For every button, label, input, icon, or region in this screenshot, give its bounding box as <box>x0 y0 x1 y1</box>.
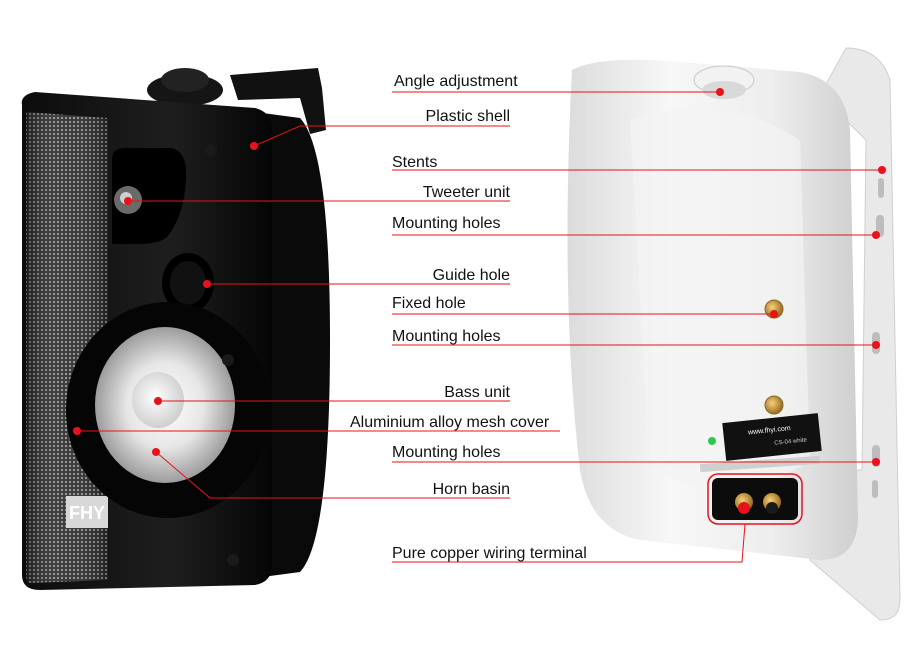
white-body-highlight <box>630 108 810 488</box>
callout-labels: Angle adjustment Plastic shell Stents Tw… <box>350 73 587 562</box>
front-screw <box>205 144 217 156</box>
terminal-red-cap <box>738 502 750 514</box>
product-label <box>722 413 822 461</box>
label-stents: Stents <box>392 154 437 171</box>
dot-bass-unit <box>154 397 162 405</box>
white-speaker: www.fhyi.com CS-04 white <box>567 47 901 621</box>
bracket-slot <box>872 480 878 498</box>
dot-mounting-holes-3 <box>872 458 880 466</box>
brand-plate <box>66 496 108 528</box>
front-screw <box>222 354 234 366</box>
label-tweeter-unit: Tweeter unit <box>423 184 511 201</box>
bracket-slot <box>878 178 884 198</box>
label-mounting-holes-2: Mounting holes <box>392 328 501 345</box>
callout-dots <box>73 88 886 466</box>
label-mounting-holes-1: Mounting holes <box>392 215 501 232</box>
terminal-black-cap <box>766 502 778 514</box>
terminal-block <box>712 478 798 520</box>
dot-tweeter-unit <box>124 197 132 205</box>
green-dot <box>708 437 716 445</box>
terminal-highlight <box>707 473 803 525</box>
black-speaker: FHY <box>21 68 330 590</box>
guide-port-inner <box>170 261 206 305</box>
tweeter-housing <box>112 148 187 244</box>
leader-wiring-terminal <box>392 523 746 563</box>
black-angle-knob-top <box>161 68 209 92</box>
label-bass-unit: Bass unit <box>444 384 510 401</box>
label-mounting-holes-3: Mounting holes <box>392 444 501 461</box>
fixed-screw-lower <box>764 395 784 415</box>
black-bracket <box>230 68 326 134</box>
dot-fixed-hole <box>770 310 778 318</box>
dot-guide-hole <box>203 280 211 288</box>
white-angle-knob-base <box>702 81 746 99</box>
dot-stents <box>878 166 886 174</box>
label-angle-adjustment: Angle adjustment <box>394 73 518 90</box>
bracket-slot <box>876 215 884 237</box>
label-fixed-hole: Fixed hole <box>392 295 466 312</box>
label-wiring-terminal: Pure copper wiring terminal <box>392 545 587 562</box>
dot-horn-basin <box>152 448 160 456</box>
barcode-strip <box>699 455 821 473</box>
dot-mounting-holes-1 <box>872 231 880 239</box>
product-label-model: CS-04 white <box>774 437 808 446</box>
brand-mark: FHY <box>69 503 105 523</box>
label-horn-basin: Horn basin <box>433 481 510 498</box>
leader-plastic-shell <box>253 125 510 147</box>
callout-lines <box>77 91 882 563</box>
label-guide-hole: Guide hole <box>433 267 510 284</box>
dot-mesh-cover <box>73 427 81 435</box>
dot-plastic-shell <box>250 142 258 150</box>
leader-horn-basin <box>155 451 510 499</box>
label-plastic-shell: Plastic shell <box>426 108 510 125</box>
product-label-url: www.fhyi.com <box>747 425 791 437</box>
dot-angle-adjustment <box>716 88 724 96</box>
label-mesh-cover: Aluminium alloy mesh cover <box>350 414 550 431</box>
front-screw <box>227 554 239 566</box>
dot-mounting-holes-2 <box>872 341 880 349</box>
